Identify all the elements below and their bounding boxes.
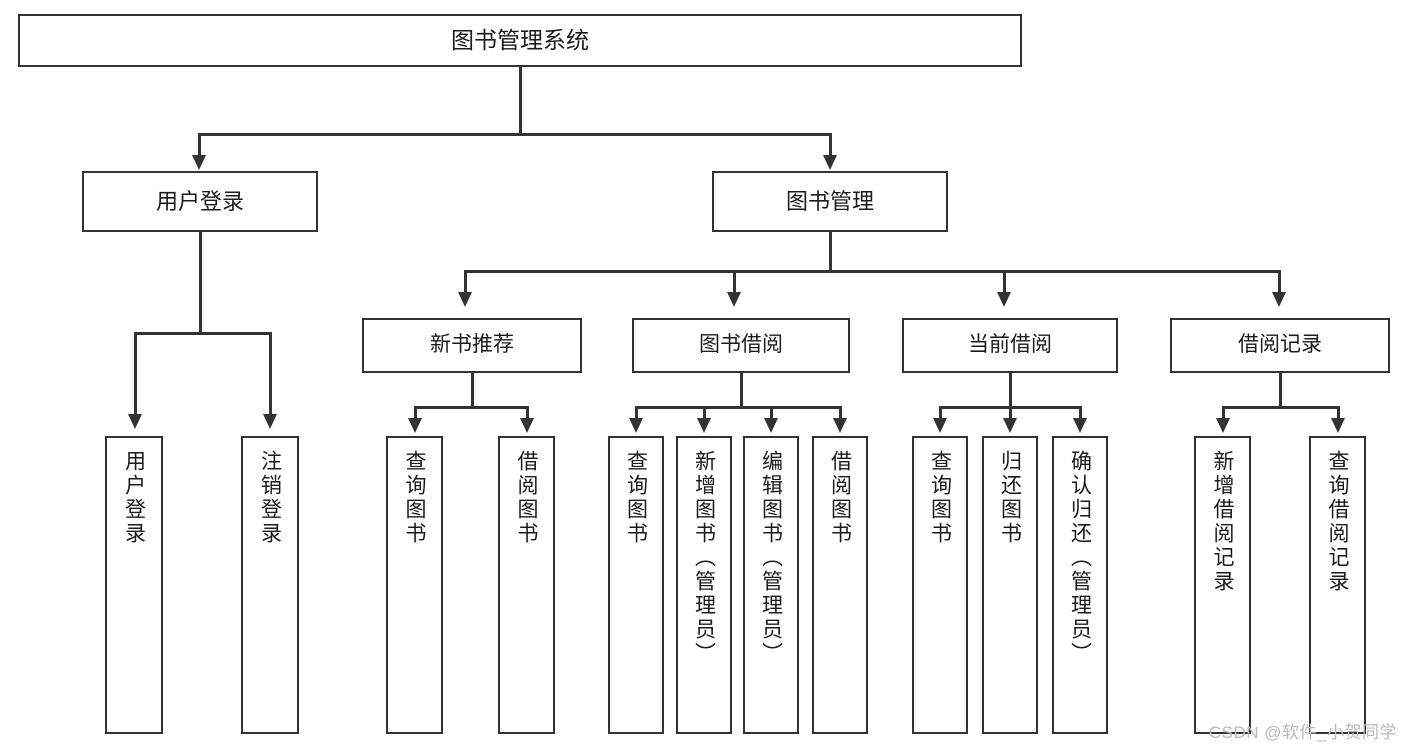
connector-nbr-drop-1: [414, 406, 417, 420]
node-leaf-return-book-label: 归还图书: [998, 450, 1022, 546]
connector-bb-stem: [740, 373, 743, 408]
node-book-borrow[interactable]: 图书借阅: [632, 318, 850, 373]
arrowhead-leaf-return-book: [1003, 418, 1017, 433]
arrowhead-leaf-borrow-book-1: [520, 418, 534, 433]
arrowhead-borrow-record: [1272, 292, 1286, 307]
node-leaf-query-record[interactable]: 查询借阅记录: [1309, 436, 1366, 734]
connector-bm-drop-2: [733, 270, 736, 294]
connector-book-manage-stem: [829, 232, 832, 272]
connector-user-login-drop-2: [269, 332, 272, 416]
connector-br-drop-2: [1337, 406, 1340, 420]
connector-root-stem: [519, 67, 522, 134]
node-leaf-add-record[interactable]: 新增借阅记录: [1194, 436, 1251, 734]
connector-user-login-drop-1: [134, 332, 137, 416]
node-leaf-user-login-label: 用户登录: [122, 450, 146, 546]
connector-user-login-stem: [199, 232, 202, 334]
connector-root-bus: [198, 133, 831, 136]
arrowhead-leaf-query-book-2: [629, 418, 643, 433]
arrowhead-leaf-edit-book: [764, 418, 778, 433]
arrowhead-current-borrow: [997, 292, 1011, 307]
connector-bb-drop-3: [770, 406, 773, 420]
connector-nbr-stem: [471, 373, 474, 408]
connector-br-stem: [1279, 373, 1282, 408]
arrowhead-leaf-add-book: [697, 418, 711, 433]
node-leaf-edit-book-label: 编辑图书（管理员）: [759, 450, 783, 666]
arrowhead-leaf-query-book-1: [408, 418, 422, 433]
connector-bm-drop-4: [1278, 270, 1281, 294]
node-leaf-user-logout-label: 注销登录: [258, 450, 282, 546]
node-leaf-add-book-label: 新增图书（管理员）: [692, 450, 716, 666]
arrowhead-book-manage: [823, 155, 837, 170]
connector-bb-drop-4: [839, 406, 842, 420]
connector-bb-bus: [635, 406, 839, 409]
arrowhead-book-borrow: [727, 292, 741, 307]
node-leaf-query-book-3-label: 查询图书: [928, 450, 952, 546]
node-current-borrow-label: 当前借阅: [968, 333, 1052, 357]
arrowhead-leaf-user-login: [128, 414, 142, 429]
arrowhead-leaf-borrow-book-2: [833, 418, 847, 433]
node-leaf-query-book-3[interactable]: 查询图书: [912, 436, 968, 734]
node-leaf-query-book-2-label: 查询图书: [624, 450, 648, 546]
arrowhead-user-login: [192, 155, 206, 170]
node-leaf-borrow-book-2-label: 借阅图书: [828, 450, 852, 546]
connector-root-to-user-login: [198, 133, 201, 157]
connector-root-to-book-manage: [829, 133, 832, 157]
node-root-label: 图书管理系统: [451, 27, 589, 54]
connector-cb-drop-3: [1079, 406, 1082, 420]
arrowhead-leaf-query-record: [1331, 418, 1345, 433]
node-root[interactable]: 图书管理系统: [18, 14, 1022, 67]
node-new-book-recommend[interactable]: 新书推荐: [362, 318, 582, 373]
arrowhead-leaf-query-book-3: [933, 418, 947, 433]
node-user-login[interactable]: 用户登录: [82, 171, 318, 232]
node-leaf-query-book-1-label: 查询图书: [403, 450, 426, 546]
connector-cb-drop-2: [1009, 406, 1012, 420]
connector-bm-drop-3: [1003, 270, 1006, 294]
arrowhead-new-book-recommend: [458, 292, 472, 307]
arrowhead-leaf-user-logout: [263, 414, 277, 429]
node-leaf-confirm-return[interactable]: 确认归还（管理员）: [1052, 436, 1108, 734]
node-leaf-borrow-book-1[interactable]: 借阅图书: [498, 436, 555, 734]
node-borrow-record-label: 借阅记录: [1238, 333, 1322, 357]
node-leaf-query-book-2[interactable]: 查询图书: [608, 436, 664, 734]
connector-cb-drop-1: [939, 406, 942, 420]
node-book-manage-label: 图书管理: [785, 188, 874, 214]
connector-nbr-drop-2: [526, 406, 529, 420]
node-leaf-add-book[interactable]: 新增图书（管理员）: [676, 436, 732, 734]
node-leaf-user-logout[interactable]: 注销登录: [241, 436, 299, 734]
connector-book-manage-bus: [464, 270, 1278, 273]
node-user-login-label: 用户登录: [155, 188, 244, 214]
node-leaf-edit-book[interactable]: 编辑图书（管理员）: [743, 436, 799, 734]
connector-br-drop-1: [1222, 406, 1225, 420]
node-current-borrow[interactable]: 当前借阅: [902, 318, 1118, 373]
node-leaf-add-record-label: 新增借阅记录: [1211, 450, 1234, 594]
connector-bm-drop-1: [464, 270, 467, 294]
node-leaf-confirm-return-label: 确认归还（管理员）: [1068, 450, 1092, 666]
node-new-book-recommend-label: 新书推荐: [430, 333, 514, 357]
connector-bb-drop-1: [635, 406, 638, 420]
node-leaf-user-login[interactable]: 用户登录: [105, 436, 163, 734]
arrowhead-leaf-confirm-return: [1073, 418, 1087, 433]
csdn-watermark: CSDN @软件_小贺同学: [1208, 723, 1397, 742]
connector-br-bus: [1222, 406, 1337, 409]
node-book-borrow-label: 图书借阅: [699, 333, 783, 357]
node-leaf-query-book-1[interactable]: 查询图书: [386, 436, 443, 734]
node-leaf-query-record-label: 查询借阅记录: [1326, 450, 1349, 594]
node-leaf-return-book[interactable]: 归还图书: [982, 436, 1038, 734]
node-leaf-borrow-book-2[interactable]: 借阅图书: [812, 436, 868, 734]
connector-bb-drop-2: [703, 406, 706, 420]
connector-cb-stem: [1009, 373, 1012, 408]
node-borrow-record[interactable]: 借阅记录: [1170, 318, 1390, 373]
arrowhead-leaf-add-record: [1216, 418, 1230, 433]
connector-user-login-bus: [134, 332, 271, 335]
node-leaf-borrow-book-1-label: 借阅图书: [515, 450, 538, 546]
node-book-manage[interactable]: 图书管理: [712, 171, 948, 232]
connector-nbr-bus: [414, 406, 528, 409]
